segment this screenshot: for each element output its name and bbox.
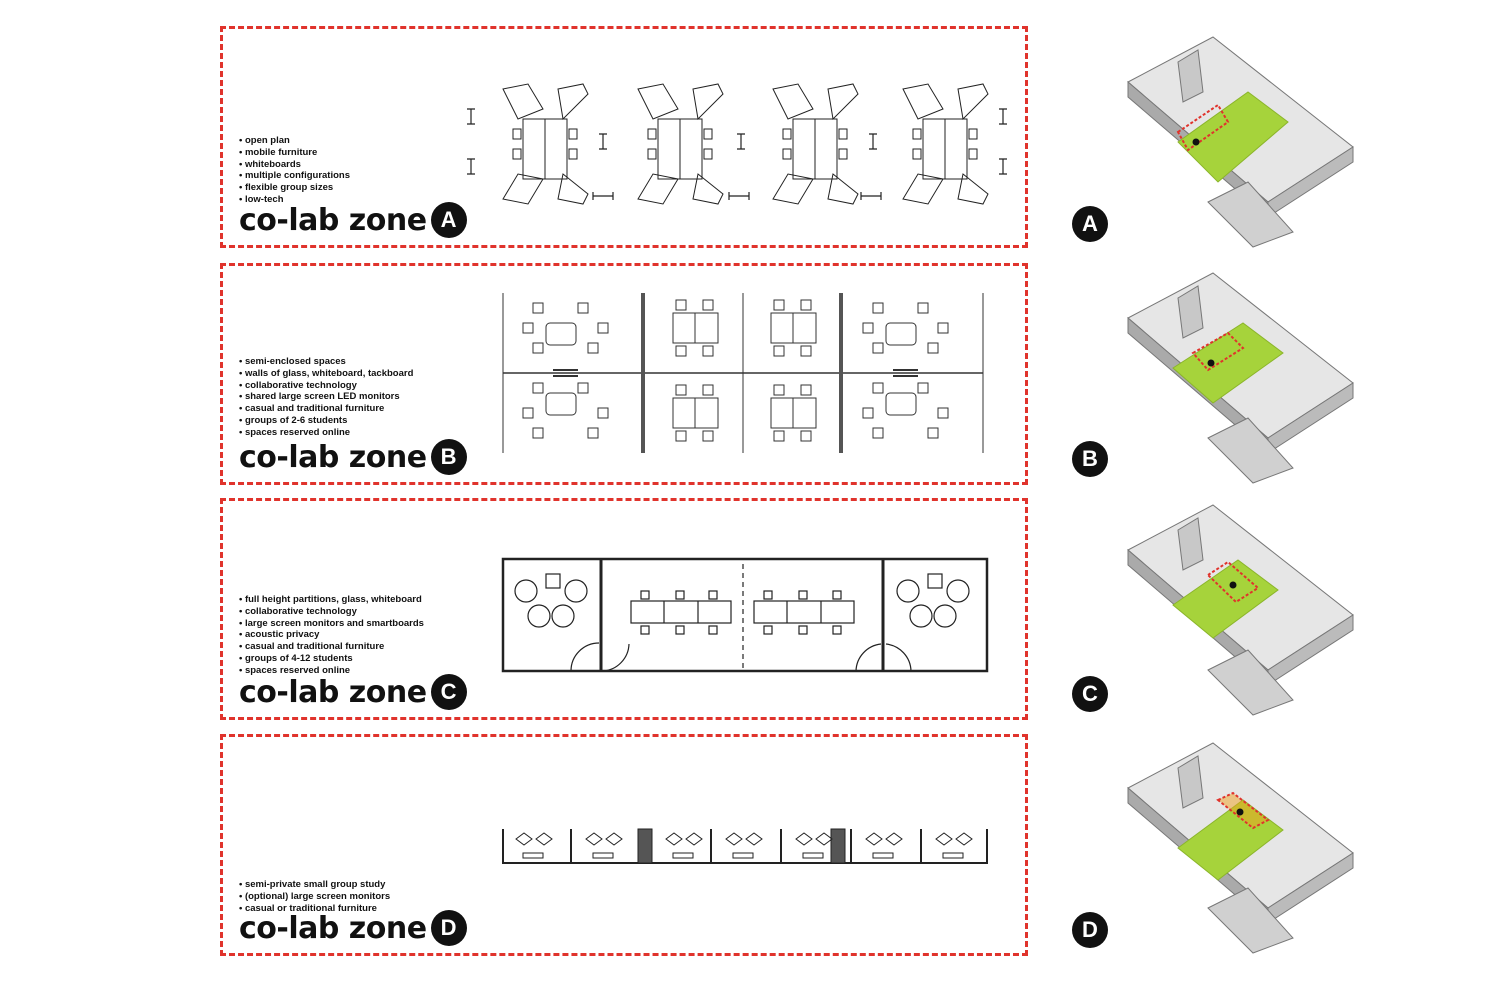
- lounge-pod: [522, 302, 609, 439]
- zone-b-panel: semi-enclosed spaces walls of glass, whi…: [220, 263, 1028, 485]
- study-booth: [665, 832, 703, 859]
- study-booth: [585, 832, 623, 859]
- feature-item: groups of 2-6 students: [239, 415, 413, 427]
- feature-item: large screen monitors and smartboards: [239, 618, 424, 630]
- feature-item: full height partitions, glass, whiteboar…: [239, 594, 424, 606]
- meeting-tables: [630, 590, 855, 635]
- zone-outline: [1206, 560, 1260, 604]
- zone-letter-badge: A: [430, 202, 467, 238]
- feature-item: mobile furniture: [239, 147, 350, 159]
- feature-item: casual or traditional furniture: [239, 903, 390, 915]
- zone-c-feature-list: full height partitions, glass, whiteboar…: [239, 594, 424, 677]
- zone-outline: [1176, 103, 1230, 152]
- feature-item: casual and traditional furniture: [239, 403, 413, 415]
- location-marker-icon: [1229, 581, 1237, 589]
- feature-item: low-tech: [239, 194, 350, 206]
- study-booth: [515, 832, 553, 859]
- feature-item: acoustic privacy: [239, 629, 424, 641]
- feature-item: semi-private small group study: [239, 879, 390, 891]
- workstation-cluster: [502, 83, 589, 205]
- zone-b-feature-list: semi-enclosed spaces walls of glass, whi…: [239, 356, 413, 439]
- feature-item: whiteboards: [239, 159, 350, 171]
- feature-item: walls of glass, whiteboard, tackboard: [239, 368, 413, 380]
- feature-item: semi-enclosed spaces: [239, 356, 413, 368]
- zone-a-title: co-lab zone A: [239, 199, 467, 241]
- feature-item: groups of 4-12 students: [239, 653, 424, 665]
- feature-item: flexible group sizes: [239, 182, 350, 194]
- highlighted-zone: [1177, 91, 1289, 183]
- study-booth: [725, 832, 763, 859]
- workstation-cluster: [637, 83, 724, 205]
- zone-c-floor-plan: [501, 557, 989, 673]
- location-marker-icon: [1207, 359, 1215, 367]
- view-letter-badge: D: [1072, 912, 1108, 948]
- view-letter-badge: C: [1072, 676, 1108, 712]
- zone-a-floor-plan: [467, 83, 1007, 205]
- zone-a-feature-list: open plan mobile furniture whiteboards m…: [239, 135, 350, 206]
- feature-item: multiple configurations: [239, 170, 350, 182]
- lounge-pod: [862, 302, 949, 439]
- building-axonometric-a: [1127, 36, 1354, 248]
- view-letter-badge: B: [1072, 441, 1108, 477]
- zone-d-floor-plan: [502, 828, 988, 864]
- feature-item: shared large screen LED monitors: [239, 391, 413, 403]
- zone-letter-badge: B: [430, 439, 467, 475]
- feature-item: collaborative technology: [239, 606, 424, 618]
- building-axonometric-c: [1127, 504, 1354, 716]
- feature-item: spaces reserved online: [239, 665, 424, 677]
- study-booth: [795, 832, 833, 859]
- feature-item: spaces reserved online: [239, 427, 413, 439]
- zone-d-title: co-lab zone D: [239, 907, 467, 949]
- zone-letter-badge: C: [430, 674, 467, 710]
- zone-c-panel: full height partitions, glass, whiteboar…: [220, 498, 1028, 720]
- small-meeting-room: [514, 573, 600, 672]
- feature-item: casual and traditional furniture: [239, 641, 424, 653]
- table-pod: [770, 299, 817, 442]
- zone-d-feature-list: semi-private small group study (optional…: [239, 879, 390, 914]
- study-booth: [935, 832, 973, 859]
- zone-b-title: co-lab zone B: [239, 436, 467, 478]
- zone-title-text: co-lab zone: [239, 910, 427, 946]
- zone-c-title: co-lab zone C: [239, 671, 467, 713]
- building-axonometric-d: [1127, 742, 1354, 954]
- zone-letter-badge: D: [430, 910, 467, 946]
- highlighted-zone: [1172, 559, 1279, 639]
- table-pod: [672, 299, 719, 442]
- zone-title-text: co-lab zone: [239, 674, 427, 710]
- zone-title-text: co-lab zone: [239, 439, 427, 475]
- view-letter-badge: A: [1072, 206, 1108, 242]
- building-axonometric-b: [1127, 272, 1354, 484]
- study-booth: [865, 832, 903, 859]
- location-marker-icon: [1236, 808, 1244, 816]
- feature-item: (optional) large screen monitors: [239, 891, 390, 903]
- mobile-whiteboard: [467, 108, 1007, 200]
- feature-item: collaborative technology: [239, 380, 413, 392]
- zone-title-text: co-lab zone: [239, 202, 427, 238]
- feature-item: open plan: [239, 135, 350, 147]
- location-marker-icon: [1192, 138, 1200, 146]
- workstation-cluster: [902, 83, 989, 205]
- small-meeting-room: [896, 573, 970, 628]
- led-monitor: [553, 369, 918, 377]
- zone-d-panel: semi-private small group study (optional…: [220, 734, 1028, 956]
- zone-outline: [1191, 331, 1245, 372]
- zone-a-panel: open plan mobile furniture whiteboards m…: [220, 26, 1028, 248]
- workstation-cluster: [772, 83, 859, 205]
- zone-b-floor-plan: [502, 293, 984, 453]
